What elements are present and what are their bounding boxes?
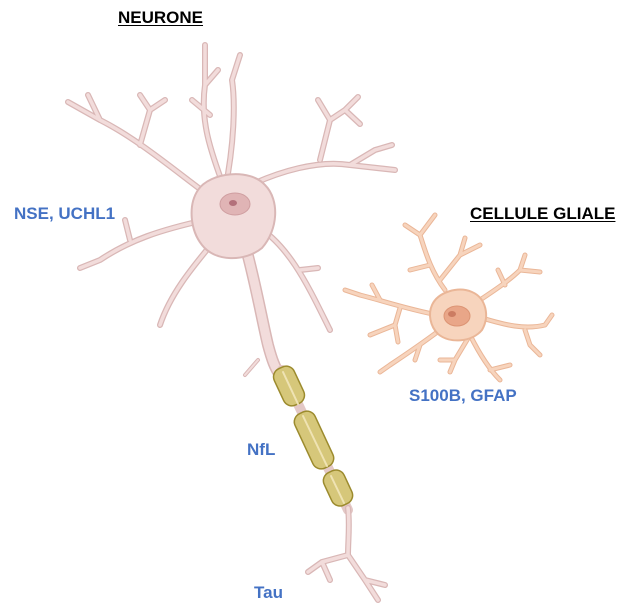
glial-marker-label: S100B, GFAP	[409, 386, 517, 406]
neuron-axon	[245, 245, 280, 375]
glial-cell-heading: CELLULE GLIALE	[470, 204, 615, 224]
myelin-highlights	[283, 372, 344, 503]
glial-nucleus	[444, 306, 470, 326]
glial-cell	[345, 215, 552, 380]
glial-nucleolus	[448, 311, 456, 317]
neurofilament-marker-label: NfL	[247, 440, 275, 460]
neuron-nucleolus	[229, 200, 237, 206]
tau-marker-label: Tau	[254, 583, 283, 603]
neuronal-body-marker-label: NSE, UCHL1	[14, 204, 115, 224]
myelinated-axon	[271, 363, 356, 510]
neuron-heading: NEURONE	[118, 8, 203, 28]
neuron-soma	[192, 174, 276, 258]
axon-terminal	[308, 508, 385, 600]
neuron	[68, 45, 395, 600]
